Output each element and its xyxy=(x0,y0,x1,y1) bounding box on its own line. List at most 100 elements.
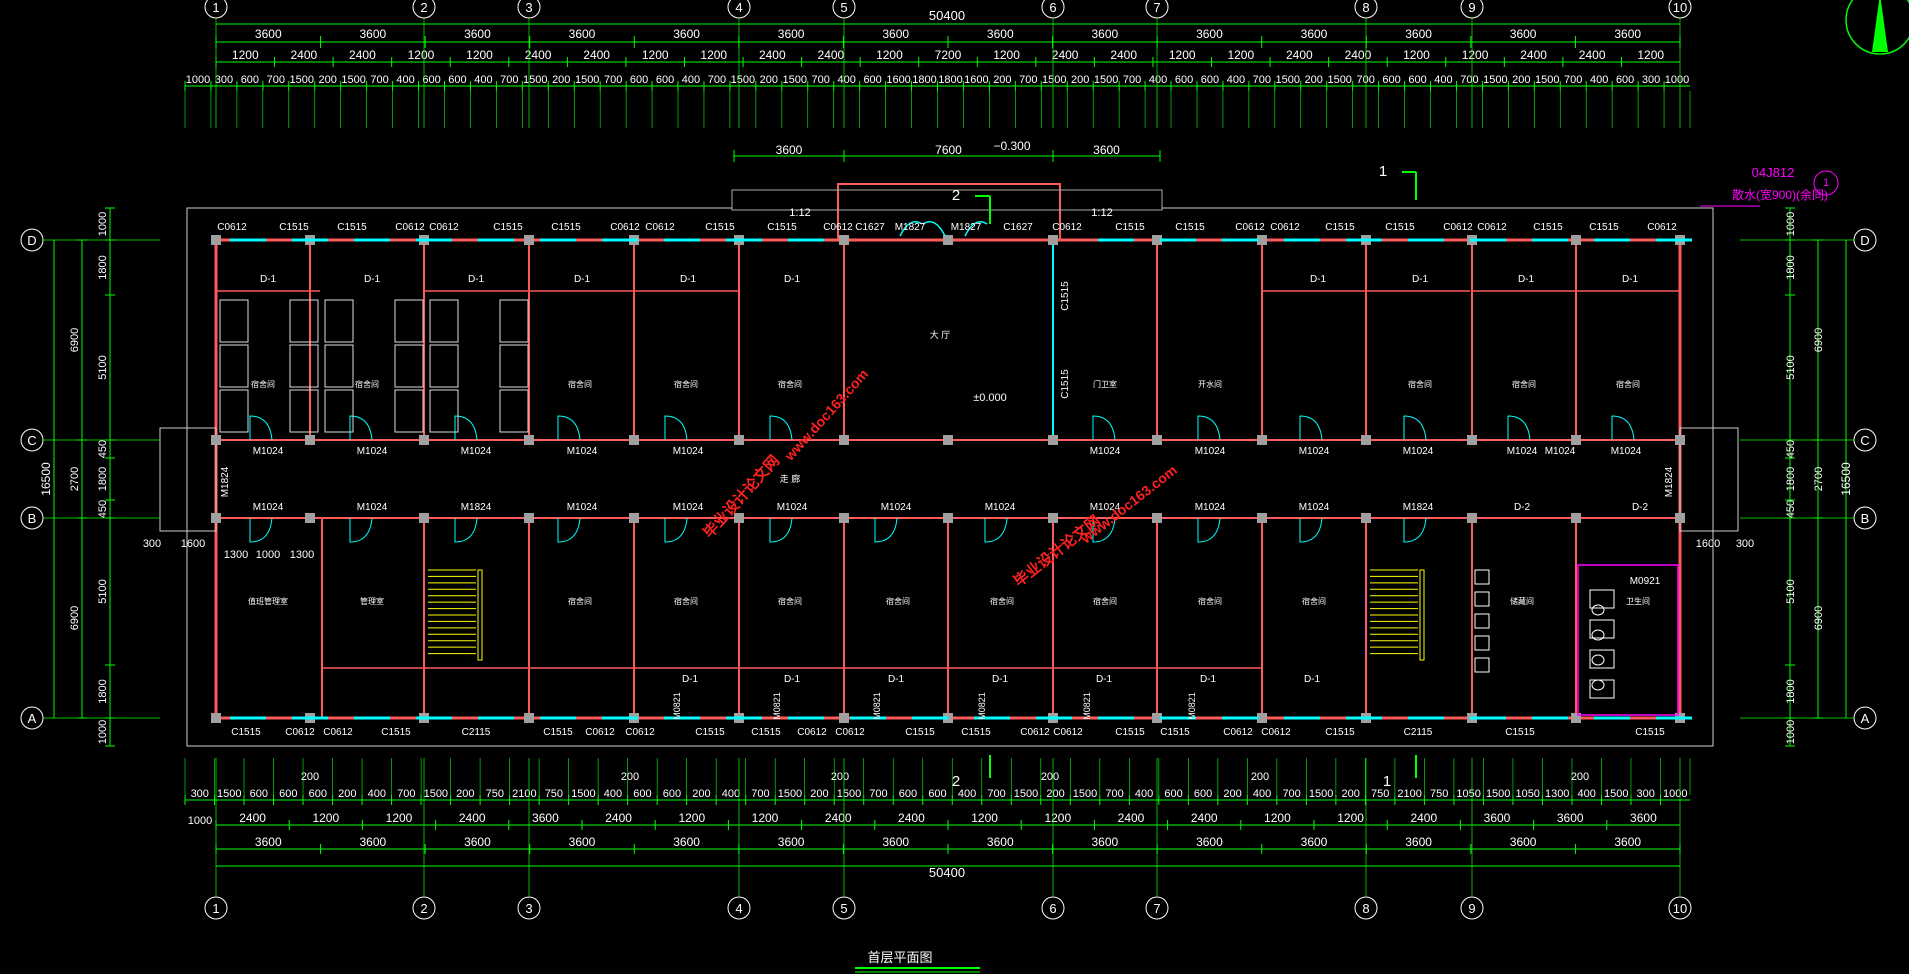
dim-fine-value-bottom: 200 xyxy=(810,788,828,800)
dim-fine-value-bottom: 1500 xyxy=(217,788,241,800)
dim-sub-value: 1200 xyxy=(1403,48,1430,62)
dim-bay-value: 3600 xyxy=(1405,27,1432,41)
window-label-top: C1515 xyxy=(1115,222,1145,233)
window-label-top: C1515 xyxy=(493,222,523,233)
dim-fine-value: 1000 xyxy=(186,74,210,86)
dim-fine-value-bottom: 700 xyxy=(397,788,415,800)
d1-label-bottom: D-1 xyxy=(682,674,699,685)
dim-fine-value: 700 xyxy=(1564,74,1582,86)
window-label-bottom: C1515 xyxy=(1115,727,1145,738)
dim-fine-value-bottom: 400 xyxy=(368,788,386,800)
m0821-label: M0821 xyxy=(672,692,682,720)
dim-fine-value: 200 xyxy=(319,74,337,86)
d1-label-top: D-1 xyxy=(784,274,801,285)
column xyxy=(1048,435,1058,445)
column xyxy=(943,513,953,523)
dim-fine-value: 300 xyxy=(1642,74,1660,86)
room-label-top: 宿舍间 xyxy=(778,379,802,389)
window-label-top: C0612 xyxy=(1235,222,1265,233)
room-label-bottom: 宿舍间 xyxy=(990,596,1014,606)
dim-fine-value: 200 xyxy=(993,74,1011,86)
section-marker-2: 2 xyxy=(952,187,960,204)
c1515-vertical-2: C1515 xyxy=(1060,369,1071,399)
door-label-c: M1024 xyxy=(1195,446,1226,457)
window-label-bottom: C0612 xyxy=(1261,727,1291,738)
dim-fine-value-bottom: 400 xyxy=(1253,788,1271,800)
dim-sub-value: 2400 xyxy=(1345,48,1372,62)
axis-bubble-bottom-label: 9 xyxy=(1468,901,1475,916)
door-swing xyxy=(1611,415,1635,441)
door-swing xyxy=(349,517,373,543)
dim-bay-value: 3600 xyxy=(987,27,1014,41)
door-swing xyxy=(984,517,1008,543)
lobby-level: ±0.000 xyxy=(973,392,1007,404)
dim-fine-value: 400 xyxy=(682,74,700,86)
storage-box xyxy=(1474,657,1490,673)
dim-lobby-value: 3600 xyxy=(1093,143,1120,157)
window-label-bottom: C0612 xyxy=(1223,727,1253,738)
north-arrow xyxy=(1872,0,1888,52)
dim-fine-value-bottom: 2100 xyxy=(1397,788,1421,800)
axis-bubble-top-label: 9 xyxy=(1468,0,1475,15)
window-label-bottom: C0612 xyxy=(1020,727,1050,738)
d1-label-bottom: D-1 xyxy=(784,674,801,685)
axis-bubble-left-label: A xyxy=(28,711,37,726)
dim-fine-value: 700 xyxy=(1253,74,1271,86)
toilet-fixture xyxy=(1591,604,1605,616)
dim-right-value: 450 xyxy=(1785,440,1797,458)
column xyxy=(1571,235,1581,245)
dim-fine-value-bottom: 400 xyxy=(722,788,740,800)
d1-label-bottom: D-1 xyxy=(1200,674,1217,685)
axis-bubble-bottom-label: 10 xyxy=(1673,901,1687,916)
window-label-bottom: C1515 xyxy=(381,727,411,738)
dim-fine-value-bottom: 1500 xyxy=(571,788,595,800)
axis-bubble-top-label: 2 xyxy=(420,0,427,15)
dim-fine-value: 1500 xyxy=(1276,74,1300,86)
door-label-b: M1024 xyxy=(253,502,284,513)
dim-sub-value-bottom: 1200 xyxy=(678,811,705,825)
dim-right-group-value: 6900 xyxy=(1813,606,1825,630)
room-label-bottom: 宿舍间 xyxy=(1302,596,1326,606)
room-label-top: 宿舍间 xyxy=(1616,379,1640,389)
column xyxy=(734,513,744,523)
dim-fine-value: 700 xyxy=(1019,74,1037,86)
dim-fine-value-bottom: 1050 xyxy=(1515,788,1539,800)
axis-bubble-left-label: D xyxy=(27,233,36,248)
window-label-top: C1515 xyxy=(551,222,581,233)
room-label-bottom: 卫生间 xyxy=(1626,596,1650,606)
dim-left-value: 450 xyxy=(97,440,109,458)
dim-fine-value-bottom: 1050 xyxy=(1456,788,1480,800)
axis-bubble-left-label: B xyxy=(28,511,37,526)
door-swing xyxy=(349,415,373,441)
m1824-vertical-right: M1824 xyxy=(1664,466,1675,497)
door-label-c: M1024 xyxy=(567,446,598,457)
door-label-b: M1024 xyxy=(1195,502,1226,513)
column xyxy=(419,435,429,445)
dim-wing-value: 1600 xyxy=(181,538,205,550)
door-swing xyxy=(1092,415,1116,441)
dim-fine-value: 1500 xyxy=(1327,74,1351,86)
door-swing xyxy=(249,415,273,441)
axis-bubble-left-label: C xyxy=(27,433,36,448)
bed xyxy=(429,389,459,433)
bed xyxy=(429,299,459,343)
window-label-top: C1515 xyxy=(337,222,367,233)
dim-sub-value-bottom: 2400 xyxy=(1410,811,1437,825)
column xyxy=(524,513,534,523)
dim-fine-value: 700 xyxy=(500,74,518,86)
dim-sub-value-bottom: 2400 xyxy=(825,811,852,825)
axis-bubble-top-label: 8 xyxy=(1362,0,1369,15)
door-label-c: M1024 xyxy=(357,446,388,457)
dim-bay-value-bottom: 3600 xyxy=(1196,835,1223,849)
window-label-bottom: C1515 xyxy=(1325,727,1355,738)
window-label-top: C0612 xyxy=(1443,222,1473,233)
window-label-top: C1515 xyxy=(1385,222,1415,233)
d1-label-top: D-1 xyxy=(260,274,277,285)
dim-sub-value: 1200 xyxy=(1169,48,1196,62)
d1-label-top: D-1 xyxy=(1412,274,1429,285)
dim-fine-value-bottom: 600 xyxy=(899,788,917,800)
bed xyxy=(324,299,354,343)
window-label-bottom: C0612 xyxy=(585,727,615,738)
